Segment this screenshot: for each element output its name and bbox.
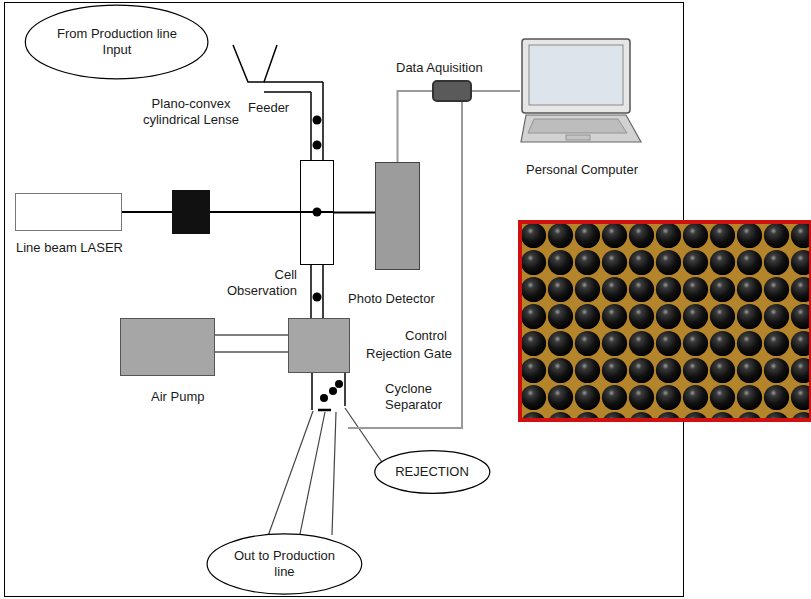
ball-photo (520, 222, 811, 420)
node-label: Air Pump (151, 389, 241, 405)
rejected-particles (320, 380, 343, 402)
laser-box: Line beam LASER (15, 193, 122, 231)
node-text: REJECTION (395, 464, 469, 480)
air-pipe (215, 335, 288, 352)
funnel-outline (232, 44, 278, 84)
laser-beam (334, 212, 375, 214)
node-text: Out to Production line (233, 548, 335, 580)
control-label: Control (405, 328, 447, 344)
feed-chute (264, 82, 323, 318)
data-acquisition-box: Data Aquisition (432, 80, 472, 102)
node-label: Cyclone Separator (385, 381, 465, 413)
node-label: Photo Detector (348, 291, 458, 307)
gate-label: Rejection Gate (366, 346, 452, 362)
observation-cell: Cell Observation (300, 160, 334, 265)
collection-bin (312, 373, 345, 410)
control-wire (348, 102, 462, 428)
rejection-ellipse: REJECTION (374, 450, 491, 494)
laser-beam (210, 211, 300, 213)
laser-beam (122, 211, 172, 213)
node-label: Plano-convex cylindrical Lense (136, 96, 246, 128)
node-label: Data Aquisition (396, 60, 526, 76)
photo-detector: Photo Detector (375, 162, 420, 270)
node-label: Personal Computer (526, 162, 666, 178)
cylindrical-lens: Plano-convex cylindrical Lense (172, 190, 210, 234)
feeder-hopper: Feeder (232, 44, 278, 84)
signal-wire (398, 91, 433, 162)
signal-wire (472, 90, 520, 92)
node-text: From Production line Input (56, 26, 178, 58)
particles (313, 116, 322, 302)
node-label: Feeder (248, 100, 328, 116)
air-pump-box: Air Pump (120, 318, 215, 376)
node-label: Line beam LASER (16, 240, 156, 256)
cyclone-separator: Cyclone Separator (288, 318, 350, 373)
laptop-outline (520, 38, 642, 150)
node-label: Cell Observation (217, 267, 297, 299)
laptop-computer: Personal Computer (520, 38, 642, 150)
input-ellipse: From Production line Input (24, 4, 209, 80)
output-ellipse: Out to Production line (206, 533, 363, 595)
